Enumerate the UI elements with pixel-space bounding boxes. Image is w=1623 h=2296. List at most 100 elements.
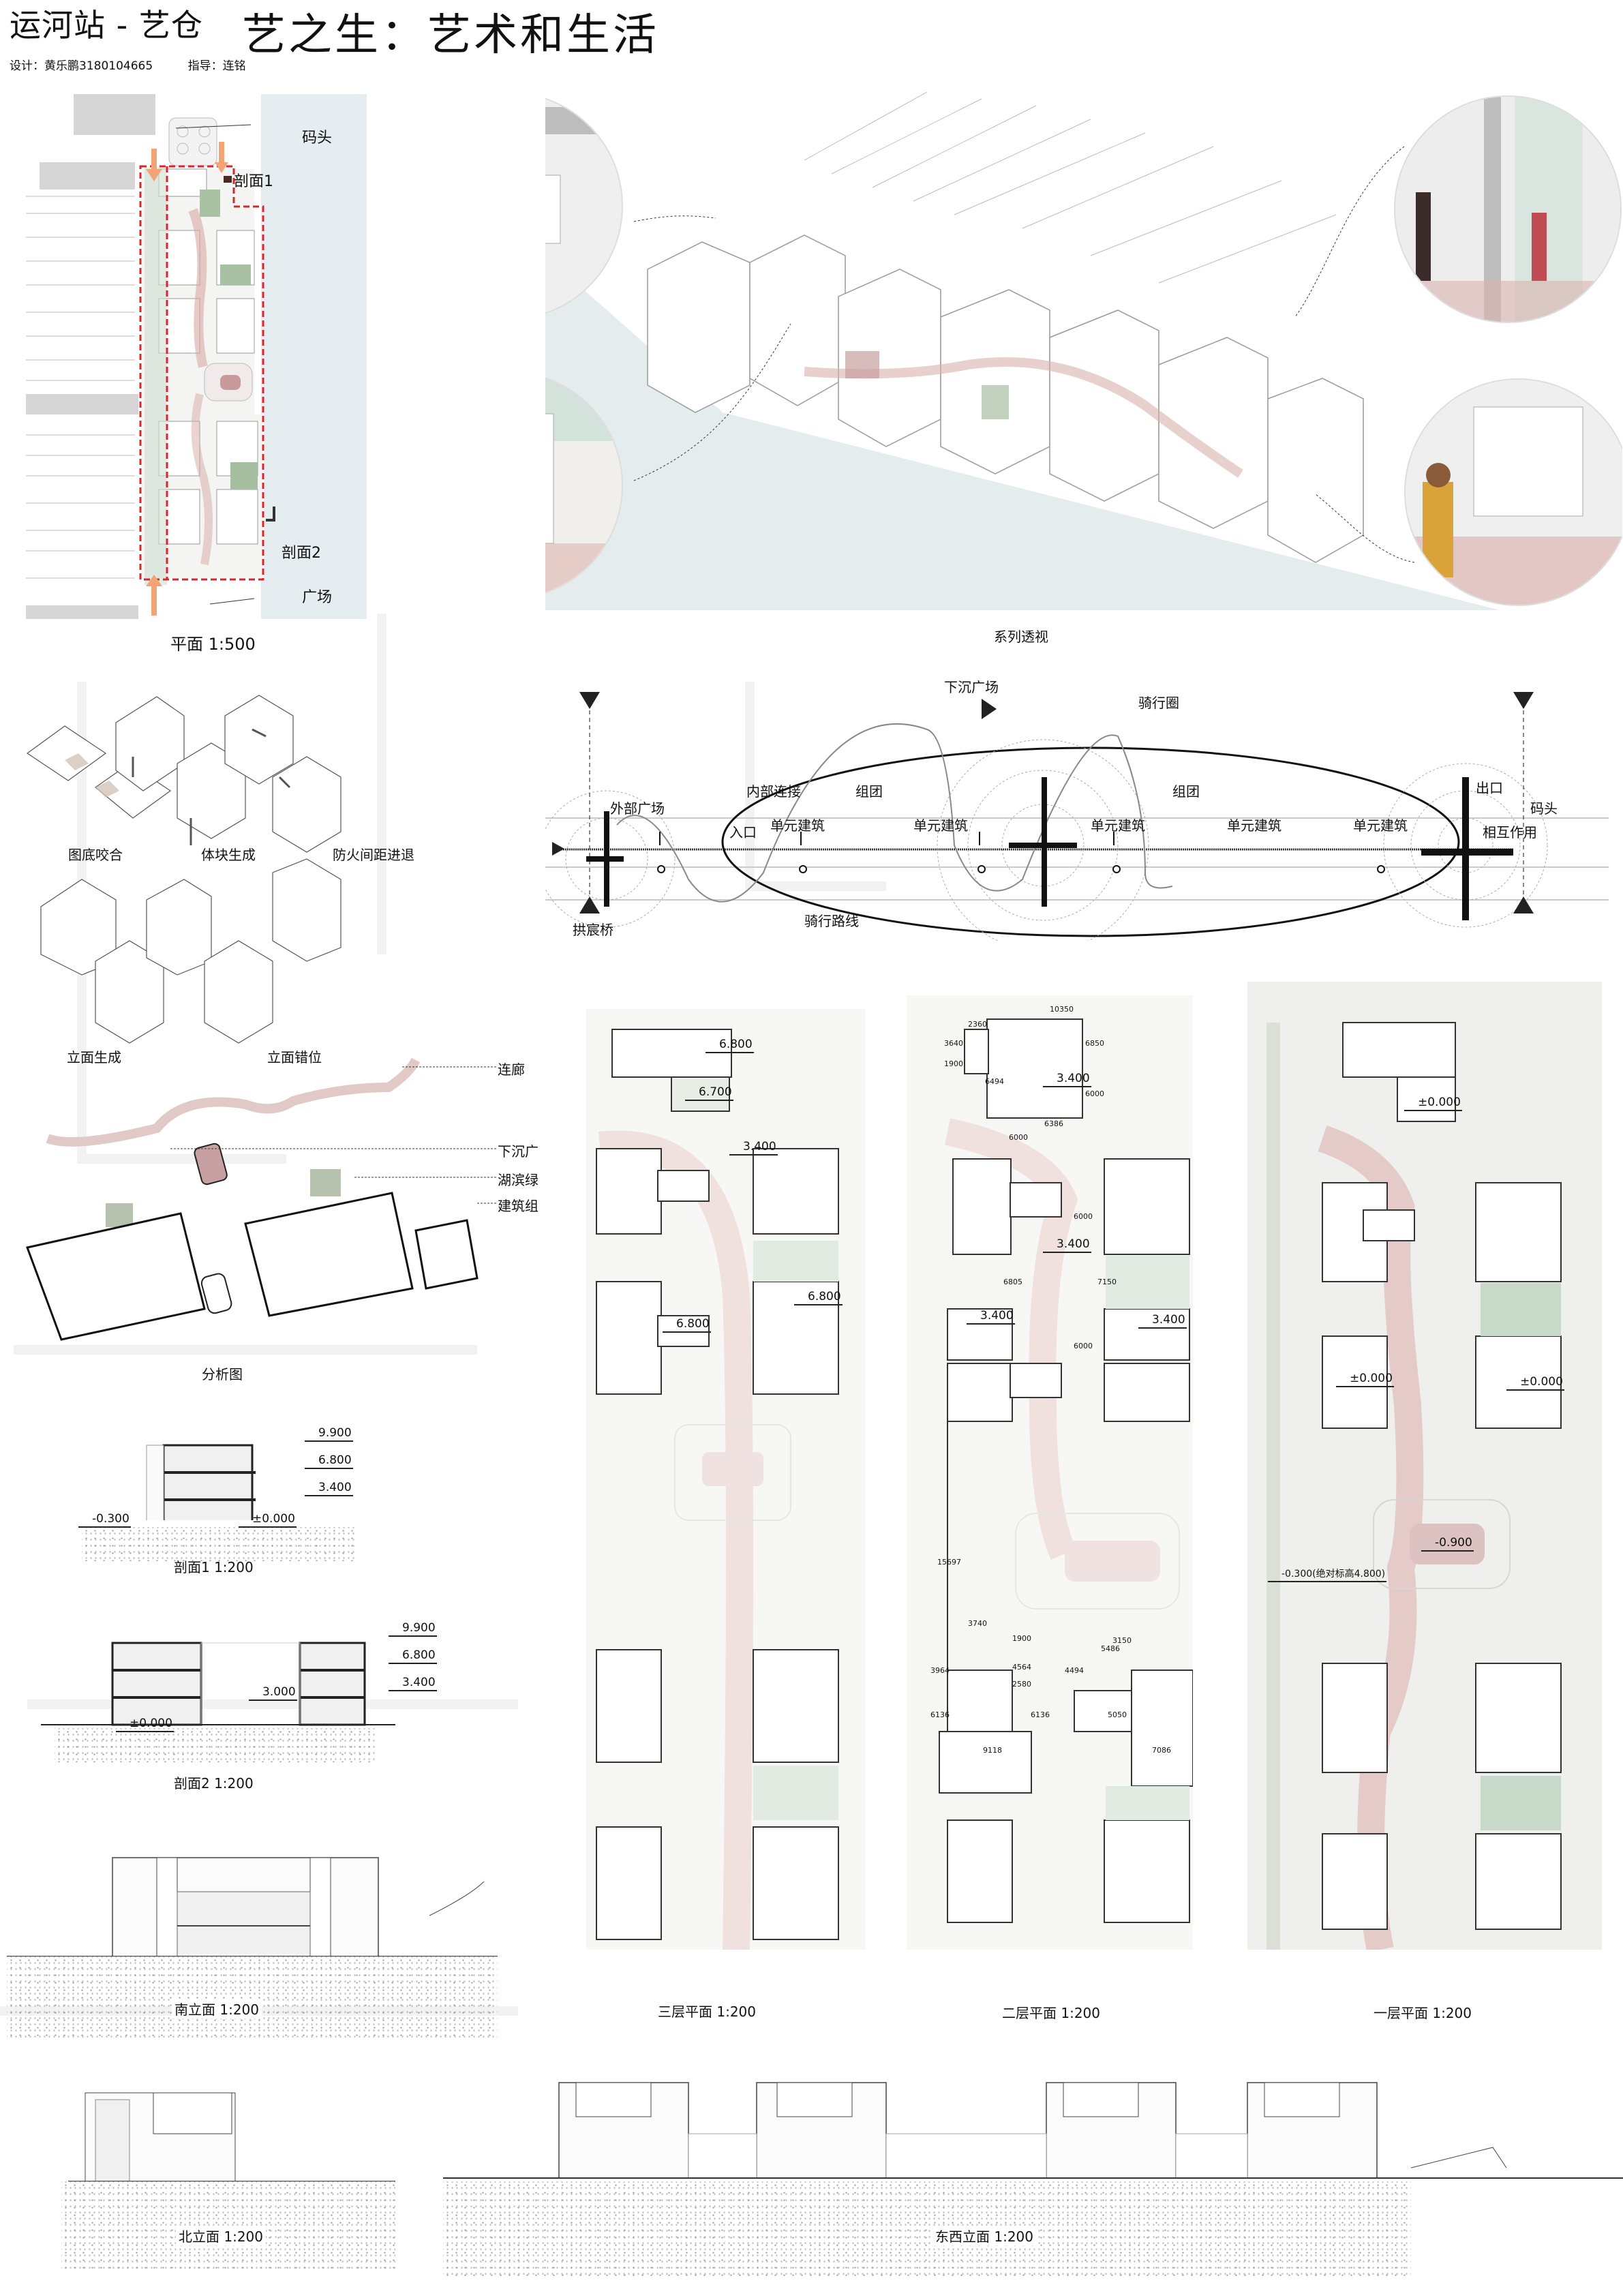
interaction-label: 相互作用 bbox=[1483, 824, 1537, 841]
section1-ground-hatch bbox=[82, 1527, 354, 1561]
perspective-caption: 系列透视 bbox=[994, 629, 1048, 645]
cycling-loop-label: 骑行圈 bbox=[1138, 695, 1179, 711]
plan-1f-level-0000-b: ±0.000 bbox=[1336, 1372, 1394, 1387]
section2-level-3000: 3.000 bbox=[249, 1685, 297, 1701]
group1-label: 组团 bbox=[855, 783, 883, 800]
entry-arrows bbox=[146, 142, 228, 616]
section1-level-9900: 9.900 bbox=[305, 1426, 353, 1442]
dim-3964: 3964 bbox=[930, 1666, 950, 1675]
project-title: 运河站 - 艺仓 bbox=[10, 7, 203, 44]
plan-3f-level-6700: 6.700 bbox=[685, 1085, 733, 1101]
credits: 设计：黄乐鹏3180104665 指导：连铭 bbox=[10, 56, 277, 73]
plan-3f-level-6800: 6.800 bbox=[706, 1038, 754, 1053]
dim-1900: 1900 bbox=[944, 1059, 963, 1068]
dim-1900-b: 1900 bbox=[1012, 1634, 1031, 1643]
dim-2360: 2360 bbox=[968, 1020, 987, 1029]
plan-2f-caption: 二层平面 1:200 bbox=[1002, 2005, 1100, 2021]
plan-1f-level-0000-a: ±0.000 bbox=[1404, 1096, 1462, 1111]
plan-2f-level-3400-c: 3.400 bbox=[967, 1309, 1015, 1325]
dim-5050: 5050 bbox=[1108, 1710, 1127, 1719]
building-cluster-label: 建筑组团 bbox=[498, 1198, 539, 1214]
dim-3640: 3640 bbox=[944, 1039, 963, 1048]
bridge-label: 拱宸桥 bbox=[573, 922, 613, 938]
dim-3740: 3740 bbox=[968, 1619, 987, 1628]
sunken-plaza-label: 下沉广场 bbox=[498, 1143, 539, 1160]
dim-6386: 6386 bbox=[1044, 1119, 1063, 1128]
pier-label: 码头 bbox=[1530, 800, 1558, 817]
dim-6000-c: 6000 bbox=[1074, 1212, 1093, 1221]
concept-diagram: 下沉广场 骑行圈 外部广场 内部连接 组团 组团 入口 出口 码头 相互作用 单… bbox=[545, 668, 1622, 941]
section2-level-9900: 9.900 bbox=[389, 1621, 437, 1637]
east-west-elevation-ground-hatch bbox=[443, 2181, 1411, 2277]
section1-level-0000: ±0.000 bbox=[239, 1512, 297, 1528]
form-step-2-label: 体块生成 bbox=[201, 847, 256, 863]
form-generation-drawing bbox=[26, 695, 342, 1044]
unit-building-label-3: 单元建筑 bbox=[1091, 817, 1145, 834]
designer-label: 设计：黄乐鹏3180104665 bbox=[10, 59, 153, 73]
plan-3f-drawing bbox=[596, 1029, 839, 1950]
south-elevation-drawing bbox=[7, 1841, 498, 1957]
dim-3150: 3150 bbox=[1112, 1636, 1132, 1645]
unit-building-label-1: 单元建筑 bbox=[770, 817, 825, 834]
perspective-vignette-plaza bbox=[1404, 378, 1622, 606]
unit-building-label-4: 单元建筑 bbox=[1227, 817, 1281, 834]
plan-3f-level-6800c: 6.800 bbox=[794, 1290, 843, 1305]
dim-4494: 4494 bbox=[1065, 1666, 1084, 1675]
section2-level-3400: 3.400 bbox=[389, 1676, 437, 1691]
plan-3f: 6.800 6.700 3.400 6.800 6.800 bbox=[586, 1009, 866, 1950]
section2-level-6800: 6.800 bbox=[389, 1648, 437, 1664]
pier-label: 码头 bbox=[302, 130, 333, 147]
dim-6000-a: 6000 bbox=[1085, 1089, 1104, 1098]
plan-1f-level-0000-c: ±0.000 bbox=[1506, 1375, 1564, 1391]
form-generation-diagram: 图底咬合 体块生成 防火间距进退 立面生成 立面错位 bbox=[20, 689, 525, 1070]
dim-6000-b: 6000 bbox=[1009, 1133, 1028, 1142]
plan-1f-level-minus0300: -0.300(绝对标高4.800) bbox=[1268, 1567, 1387, 1582]
site-plan-caption: 平面 1:500 bbox=[170, 635, 256, 654]
plan-2f-level-3400-b: 3.400 bbox=[1043, 1237, 1091, 1253]
plan-2f: 10350 2360 3640 1900 6850 6494 6000 6386… bbox=[907, 995, 1193, 1950]
analysis-caption: 分析图 bbox=[202, 1366, 243, 1383]
section1-level-6800: 6.800 bbox=[305, 1453, 353, 1469]
plan-1f-level-minus0900: -0.900 bbox=[1421, 1536, 1474, 1552]
section2-marker-label: 剖面2 bbox=[282, 545, 321, 562]
east-west-elevation-caption: 东西立面 1:200 bbox=[932, 2226, 1036, 2246]
entrance-label: 入口 bbox=[729, 824, 757, 841]
plan-2f-drawing bbox=[939, 1018, 1193, 1923]
main-title: 艺之生：艺术和生活 bbox=[242, 10, 659, 61]
plan-2f-level-3400-d: 3.400 bbox=[1138, 1313, 1187, 1329]
site-plan-drawing bbox=[26, 94, 367, 619]
perspective-vignette-arcade bbox=[1394, 95, 1622, 323]
south-elevation-caption: 南立面 1:200 bbox=[172, 1999, 262, 2019]
advisor-label: 指导：连铭 bbox=[187, 59, 246, 73]
dim-6805: 6805 bbox=[1003, 1278, 1022, 1286]
dim-6000-d: 6000 bbox=[1074, 1342, 1093, 1350]
plan-3f-level-6800b: 6.800 bbox=[663, 1317, 711, 1333]
dim-5486: 5486 bbox=[1101, 1644, 1120, 1653]
north-elevation-drawing bbox=[68, 2079, 395, 2181]
section2-level-0000: ±0.000 bbox=[116, 1717, 174, 1732]
sunken-plaza-label: 下沉广场 bbox=[944, 679, 999, 695]
section1-level-minus0300: -0.300 bbox=[78, 1512, 131, 1528]
section1-drawing bbox=[68, 1418, 354, 1520]
dim-7086: 7086 bbox=[1152, 1746, 1171, 1755]
project-boundary bbox=[139, 165, 264, 581]
dim-6136-a: 6136 bbox=[930, 1710, 950, 1719]
section1-level-3400: 3.400 bbox=[305, 1481, 353, 1496]
plan-3f-level-3400: 3.400 bbox=[729, 1140, 778, 1155]
east-west-elevation-drawing bbox=[443, 2072, 1623, 2181]
unit-building-label-2: 单元建筑 bbox=[913, 817, 968, 834]
dim-10350: 10350 bbox=[1050, 1005, 1074, 1014]
site-plan: 码头 剖面1 剖面2 广场 bbox=[26, 94, 367, 619]
aerial-axonometric-drawing bbox=[545, 92, 1500, 610]
plan-1f-caption: 一层平面 1:200 bbox=[1374, 2005, 1472, 2021]
dim-6494: 6494 bbox=[985, 1077, 1004, 1086]
dim-7150: 7150 bbox=[1097, 1278, 1117, 1286]
group2-label: 组团 bbox=[1172, 783, 1200, 800]
plan-2f-level-3400-a: 3.400 bbox=[1043, 1072, 1091, 1087]
unit-building-label-5: 单元建筑 bbox=[1353, 817, 1408, 834]
internal-link-label: 内部连接 bbox=[746, 783, 801, 800]
section1-marker-label: 剖面1 bbox=[234, 173, 273, 190]
form-step-1-label: 图底咬合 bbox=[68, 847, 123, 863]
dim-4564: 4564 bbox=[1012, 1663, 1031, 1672]
aerial-perspective bbox=[545, 92, 1622, 610]
